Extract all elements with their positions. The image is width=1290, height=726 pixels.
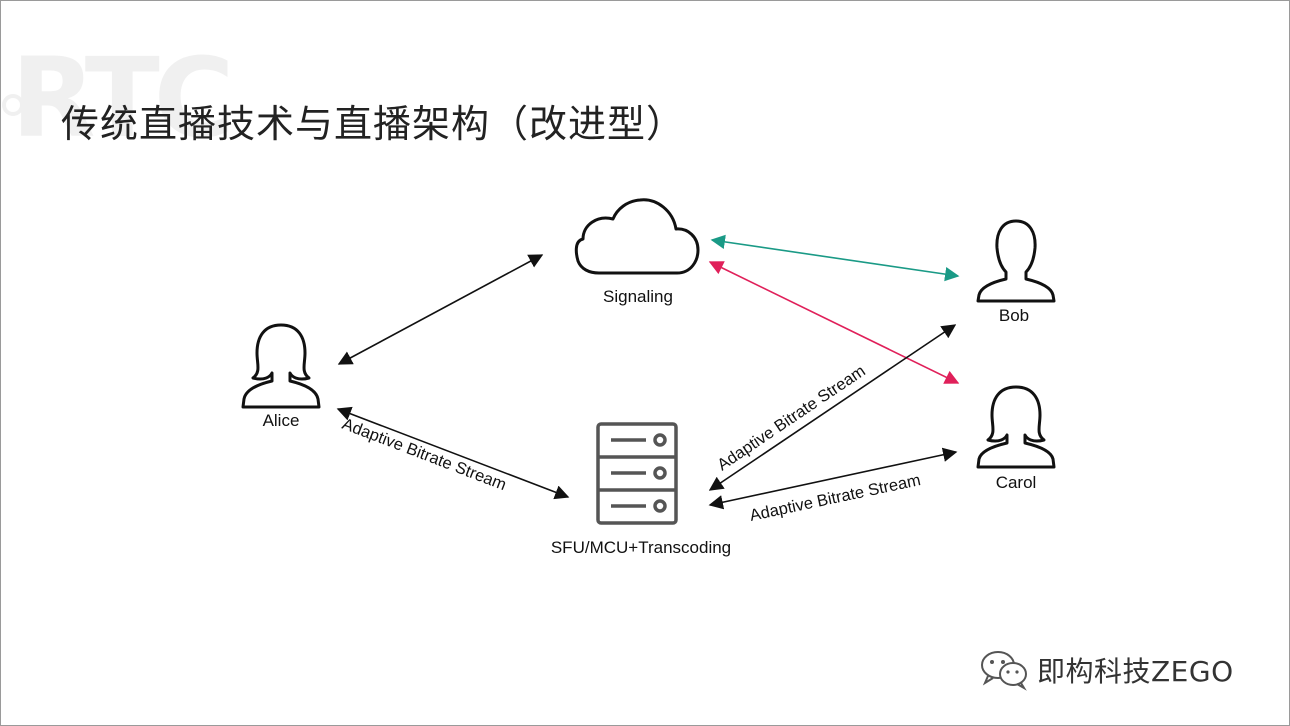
svg-text:RTC: RTC [11,34,229,162]
carol-person-icon [976,385,1056,469]
alice-server-edge-label: Adaptive Bitrate Stream [340,415,509,494]
bob-person-icon [976,219,1056,303]
signaling-label: Signaling [603,287,673,306]
server-label: SFU/MCU+Transcoding [551,538,731,557]
alice-label: Alice [263,411,300,430]
rtc-watermark: RTC [2,34,235,162]
bob-label: Bob [999,306,1029,325]
alice-signaling-arrow [337,254,544,365]
alice-server-arrow [336,406,570,500]
server-carol-edge-label: Adaptive Bitrate Stream [748,471,922,525]
footer-brand: 即构科技ZEGO [979,649,1234,691]
alice-person-icon [241,323,321,409]
carol-label: Carol [996,473,1037,492]
signaling-carol-arrow [708,261,960,384]
signaling-bob-arrow [710,234,960,282]
slide-title: 传统直播技术与直播架构（改进型） [61,102,686,146]
server-carol-arrow [708,447,958,510]
server-bob-edge-label: Adaptive Bitrate Stream [714,362,869,474]
footer-brand-text: 即构科技ZEGO [1037,655,1234,688]
cloud-icon [574,198,700,275]
server-bob-arrow [708,324,957,491]
server-icon [596,422,678,525]
wechat-icon [981,651,1027,691]
